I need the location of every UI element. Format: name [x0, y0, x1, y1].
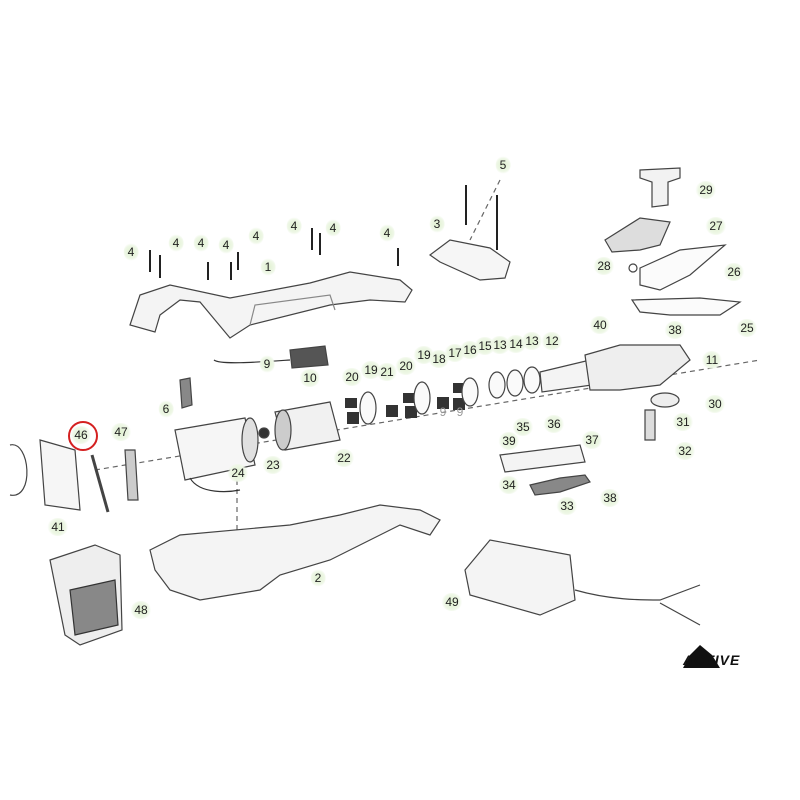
- part-label[interactable]: 30: [704, 395, 726, 413]
- part-label[interactable]: 38: [664, 321, 686, 339]
- part-label[interactable]: 40: [589, 316, 611, 334]
- brand-logo: ACTIVE: [683, 652, 741, 668]
- part-label[interactable]: 2: [310, 569, 326, 587]
- gearbox: [274, 401, 341, 451]
- part-label[interactable]: 4: [379, 224, 395, 242]
- gear-set: [345, 383, 465, 424]
- part-label[interactable]: 19: [413, 346, 435, 364]
- gear-30: [650, 392, 680, 408]
- part-label[interactable]: 25: [736, 319, 758, 337]
- bolt-32: [644, 409, 656, 441]
- part-label[interactable]: 33: [556, 497, 578, 515]
- blade-26: [639, 244, 727, 291]
- part-label[interactable]: 37: [581, 431, 603, 449]
- carriers: [359, 366, 541, 425]
- part-label[interactable]: 4: [123, 243, 139, 261]
- part-label[interactable]: 26: [723, 263, 745, 281]
- lever-33: [529, 474, 591, 496]
- switch-6: [179, 377, 193, 409]
- part-label[interactable]: 20: [395, 357, 417, 375]
- part-label[interactable]: 4: [193, 234, 209, 252]
- part-label[interactable]: 18: [428, 350, 450, 368]
- screws: [149, 185, 498, 280]
- part-label[interactable]: 3: [429, 215, 445, 233]
- nut-28: [628, 263, 638, 273]
- part-label-highlighted[interactable]: 46: [70, 426, 92, 444]
- gear-segment-27: [604, 217, 671, 253]
- part-label[interactable]: 36: [543, 415, 565, 433]
- part-label[interactable]: 4: [286, 217, 302, 235]
- logo-swoosh: [683, 645, 720, 668]
- part-label[interactable]: 24: [227, 464, 249, 482]
- upper-housing: [129, 271, 413, 339]
- part-label[interactable]: 32: [674, 442, 696, 460]
- pinion: [258, 427, 270, 439]
- highlight-circle: [68, 421, 98, 451]
- ribbon-cable-47: [124, 449, 139, 501]
- gear-mark: 9: [456, 405, 464, 419]
- part-label[interactable]: 20: [341, 368, 363, 386]
- part-label[interactable]: 6: [158, 400, 174, 418]
- blade-25: [630, 297, 742, 316]
- part-label[interactable]: 13: [521, 332, 543, 350]
- part-label[interactable]: 41: [47, 518, 69, 536]
- part-label[interactable]: 11: [701, 351, 723, 369]
- part-label[interactable]: 5: [495, 156, 511, 174]
- pcb: [289, 345, 329, 369]
- part-label[interactable]: 38: [599, 489, 621, 507]
- part-label[interactable]: 4: [218, 236, 234, 254]
- part-label[interactable]: 49: [441, 593, 463, 611]
- part-label[interactable]: 27: [705, 217, 727, 235]
- part-label[interactable]: 12: [541, 332, 563, 350]
- end-cap: [39, 439, 81, 511]
- part-label[interactable]: 47: [110, 423, 132, 441]
- lower-housing: [149, 504, 441, 601]
- part-label[interactable]: 39: [498, 432, 520, 450]
- bolt-29: [639, 167, 681, 208]
- part-label[interactable]: 21: [376, 363, 398, 381]
- motor: [174, 417, 259, 493]
- head: [584, 344, 691, 391]
- part-label[interactable]: 48: [130, 601, 152, 619]
- part-label[interactable]: 10: [299, 369, 321, 387]
- part-label[interactable]: 22: [333, 449, 355, 467]
- part-label[interactable]: 9: [259, 355, 275, 373]
- bracket-34: [499, 444, 586, 473]
- gear-mark: 9: [439, 405, 447, 419]
- charger: [464, 539, 576, 616]
- part-label[interactable]: 4: [168, 234, 184, 252]
- cover: [428, 239, 511, 281]
- part-label[interactable]: 34: [498, 476, 520, 494]
- part-label[interactable]: 17: [444, 344, 466, 362]
- part-label[interactable]: 4: [325, 219, 341, 237]
- part-label[interactable]: 4: [248, 227, 264, 245]
- spindle: [539, 359, 593, 393]
- part-label[interactable]: 31: [672, 413, 694, 431]
- part-label[interactable]: 19: [360, 361, 382, 379]
- part-label[interactable]: 1: [260, 258, 276, 276]
- spring-46: [90, 454, 110, 513]
- part-label[interactable]: 23: [262, 456, 284, 474]
- part-label[interactable]: 29: [695, 181, 717, 199]
- part-label[interactable]: 16: [459, 341, 481, 359]
- part-label[interactable]: 35: [512, 418, 534, 436]
- part-label[interactable]: 28: [593, 257, 615, 275]
